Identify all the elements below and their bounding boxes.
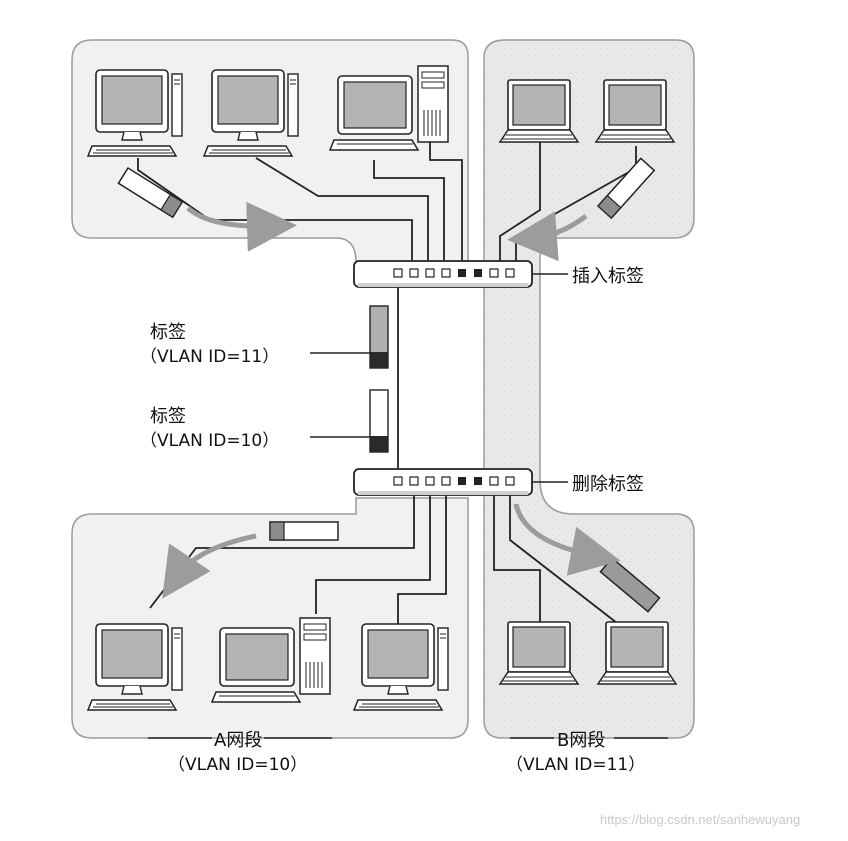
- frame-bottom-left: [269, 521, 339, 541]
- bottom-switch: [353, 468, 533, 496]
- segment-b-title: B网段: [557, 730, 606, 751]
- frame-top-left: [117, 166, 184, 219]
- tag-11-vlan: （VLAN ID=11）: [140, 347, 280, 367]
- laptop-b1: [499, 79, 579, 143]
- top-switch: [353, 260, 533, 288]
- tag-frame-vlan11: [369, 305, 389, 369]
- remove-tag-label: 删除标签: [572, 474, 644, 495]
- tag-11-title: 标签: [150, 322, 186, 343]
- arrow-bottom-right: [513, 503, 621, 576]
- arrow-bottom-left: [162, 533, 257, 599]
- arrow-top-right: [507, 211, 588, 262]
- laptop-b2: [595, 79, 675, 143]
- arrow-top-left: [186, 201, 297, 252]
- callout-lines: [148, 273, 668, 739]
- tag-10-vlan: （VLAN ID=10）: [140, 431, 280, 451]
- segment-a-title: A网段: [214, 730, 263, 751]
- tag-frame-vlan10: [369, 389, 389, 453]
- insert-tag-label: 插入标签: [572, 266, 644, 287]
- laptop-b4: [597, 621, 677, 685]
- frame-top-right: [596, 157, 656, 220]
- segment-b-vlan: （VLAN ID=11）: [506, 755, 646, 775]
- segment-a-vlan: （VLAN ID=10）: [168, 755, 308, 775]
- tag-10-title: 标签: [150, 406, 186, 427]
- watermark: https://blog.csdn.net/sanhewuyang: [600, 812, 801, 827]
- laptop-b3: [499, 621, 579, 685]
